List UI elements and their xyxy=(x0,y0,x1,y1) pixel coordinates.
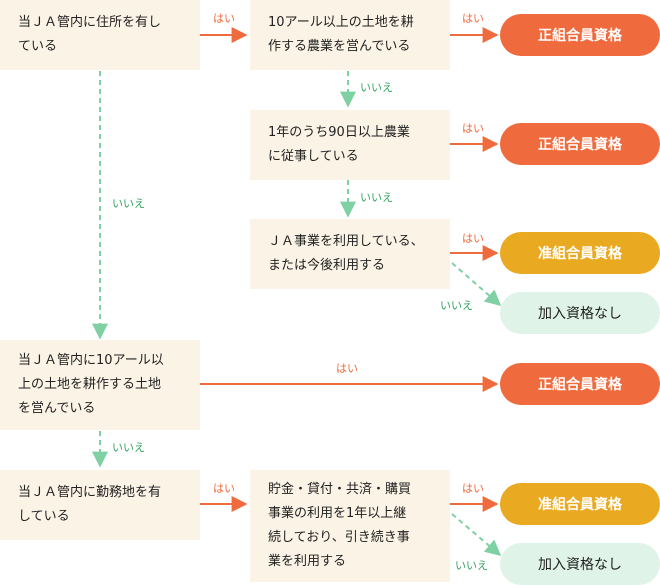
arrow-no-6 xyxy=(451,513,502,557)
arrow-no-3 xyxy=(451,262,502,307)
condition-box-ja-usage: ＪＡ事業を利用している、 または今後利用する xyxy=(250,219,450,289)
result-regular-member: 正組合員資格 xyxy=(500,123,660,165)
yes-label: はい xyxy=(336,362,358,375)
condition-text: 当ＪＡ管内に10アール以 上の土地を耕作する土地 を営んでいる xyxy=(18,353,164,416)
no-label: いいえ xyxy=(112,197,145,210)
result-not-eligible: 加入資格なし xyxy=(500,543,660,585)
result-associate-member: 准組合員資格 xyxy=(500,232,660,274)
yes-label: はい xyxy=(213,482,235,495)
condition-text: 当ＪＡ管内に勤務地を有 している xyxy=(18,485,162,524)
result-not-eligible: 加入資格なし xyxy=(500,292,660,334)
condition-text: 1年のうち90日以上農業 に従事している xyxy=(268,125,410,164)
yes-label: はい xyxy=(462,122,484,135)
condition-box-farming-area: 10アール以上の土地を耕 作する農業を営んでいる xyxy=(250,0,450,70)
condition-box-farming-days: 1年のうち90日以上農業 に従事している xyxy=(250,110,450,180)
condition-box-workplace: 当ＪＡ管内に勤務地を有 している xyxy=(0,470,200,540)
condition-box-continued-usage: 貯金・貸付・共済・購買 事業の利用を1年以上継 続しており、引き続き事 業を利用… xyxy=(250,470,450,582)
condition-box-land-in-area: 当ＪＡ管内に10アール以 上の土地を耕作する土地 を営んでいる xyxy=(0,340,200,430)
condition-text: ＪＡ事業を利用している、 または今後利用する xyxy=(268,234,424,273)
yes-label: はい xyxy=(213,12,235,25)
condition-text: 貯金・貸付・共済・購買 事業の利用を1年以上継 続しており、引き続き事 業を利用… xyxy=(268,482,412,569)
no-label: いいえ xyxy=(455,559,488,572)
no-label: いいえ xyxy=(440,299,473,312)
no-label: いいえ xyxy=(112,441,145,454)
no-label: いいえ xyxy=(360,191,393,204)
yes-label: はい xyxy=(462,232,484,245)
result-associate-member: 准組合員資格 xyxy=(500,483,660,525)
condition-box-residence: 当ＪＡ管内に住所を有し ている xyxy=(0,0,200,70)
yes-label: はい xyxy=(462,12,484,25)
yes-label: はい xyxy=(462,482,484,495)
no-label: いいえ xyxy=(360,81,393,94)
result-regular-member: 正組合員資格 xyxy=(500,363,660,405)
condition-text: 10アール以上の土地を耕 作する農業を営んでいる xyxy=(268,15,414,54)
condition-text: 当ＪＡ管内に住所を有し ている xyxy=(18,15,162,54)
result-regular-member: 正組合員資格 xyxy=(500,14,660,56)
